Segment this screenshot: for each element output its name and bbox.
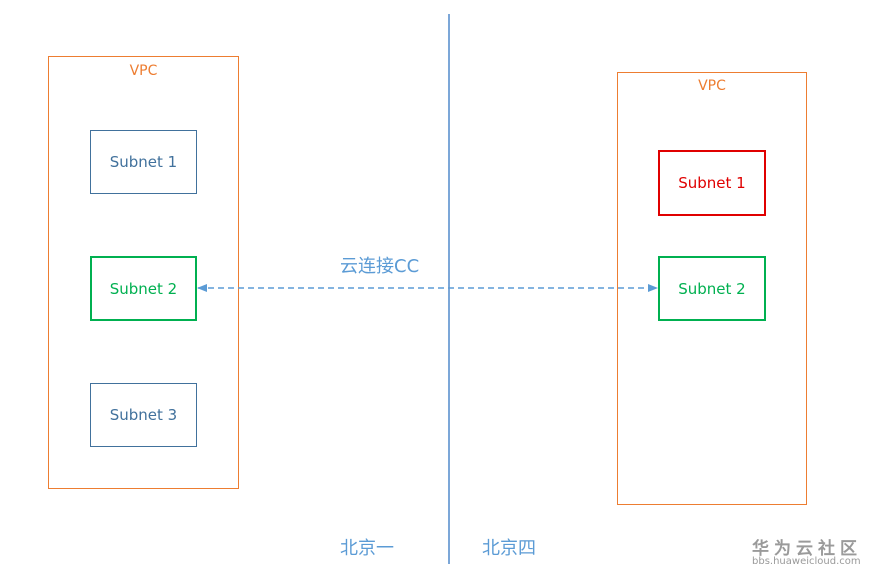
cloud-connect-label: 云连接CC xyxy=(340,256,420,277)
right-subnet-2: Subnet 2 xyxy=(658,256,766,321)
watermark-brand: 华为云社区 xyxy=(752,539,862,559)
left-subnet-3: Subnet 3 xyxy=(90,383,197,447)
region-left-label: 北京一 xyxy=(340,538,394,559)
left-subnet-1: Subnet 1 xyxy=(90,130,197,194)
right-subnet-1: Subnet 1 xyxy=(658,150,766,216)
vpc-left: VPC xyxy=(48,56,239,489)
vpc-left-label: VPC xyxy=(129,63,158,79)
left-subnet-2: Subnet 2 xyxy=(90,256,197,321)
vpc-right-label: VPC xyxy=(698,78,726,94)
region-right-label: 北京四 xyxy=(482,538,536,559)
watermark-url: bbs.huaweicloud.com xyxy=(752,556,861,567)
